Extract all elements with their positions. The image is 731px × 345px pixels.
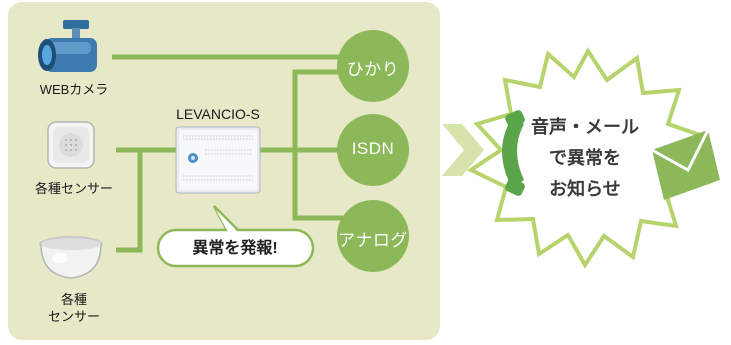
chevron-right-icon bbox=[442, 124, 484, 176]
mail-icon bbox=[651, 129, 720, 200]
sensor-label: 各種センサー bbox=[34, 181, 113, 196]
dome-sensor-icon bbox=[39, 236, 103, 279]
dome-sensor-label-line1: 各種 bbox=[60, 292, 87, 307]
notification-text: 音声・メール で異常を お知らせ bbox=[505, 112, 665, 205]
levancio-hub-device bbox=[175, 126, 261, 194]
line-label-isdn: ISDN bbox=[351, 139, 395, 158]
web-camera-label: WEBカメラ bbox=[39, 82, 109, 97]
line-label-analog: アナログ bbox=[338, 231, 408, 250]
alert-bubble-text: 異常を発報! bbox=[192, 240, 278, 257]
line-label-hikari: ひかり bbox=[346, 60, 400, 79]
dome-sensor-label-line2: センサー bbox=[47, 309, 100, 324]
notification-line-1: 音声・メール bbox=[531, 117, 639, 137]
notification-burst bbox=[466, 47, 708, 269]
phone-icon bbox=[502, 110, 525, 196]
notification-line-2: で異常を bbox=[549, 148, 621, 168]
square-sensor-icon bbox=[47, 121, 95, 169]
connection-lines bbox=[112, 54, 350, 253]
notification-line-3: お知らせ bbox=[549, 179, 621, 199]
line-type-circles bbox=[337, 30, 409, 272]
alert-speech-bubble bbox=[156, 205, 315, 268]
web-camera-icon bbox=[38, 20, 97, 72]
hub-name-label: LEVANCIO-S bbox=[176, 106, 260, 122]
